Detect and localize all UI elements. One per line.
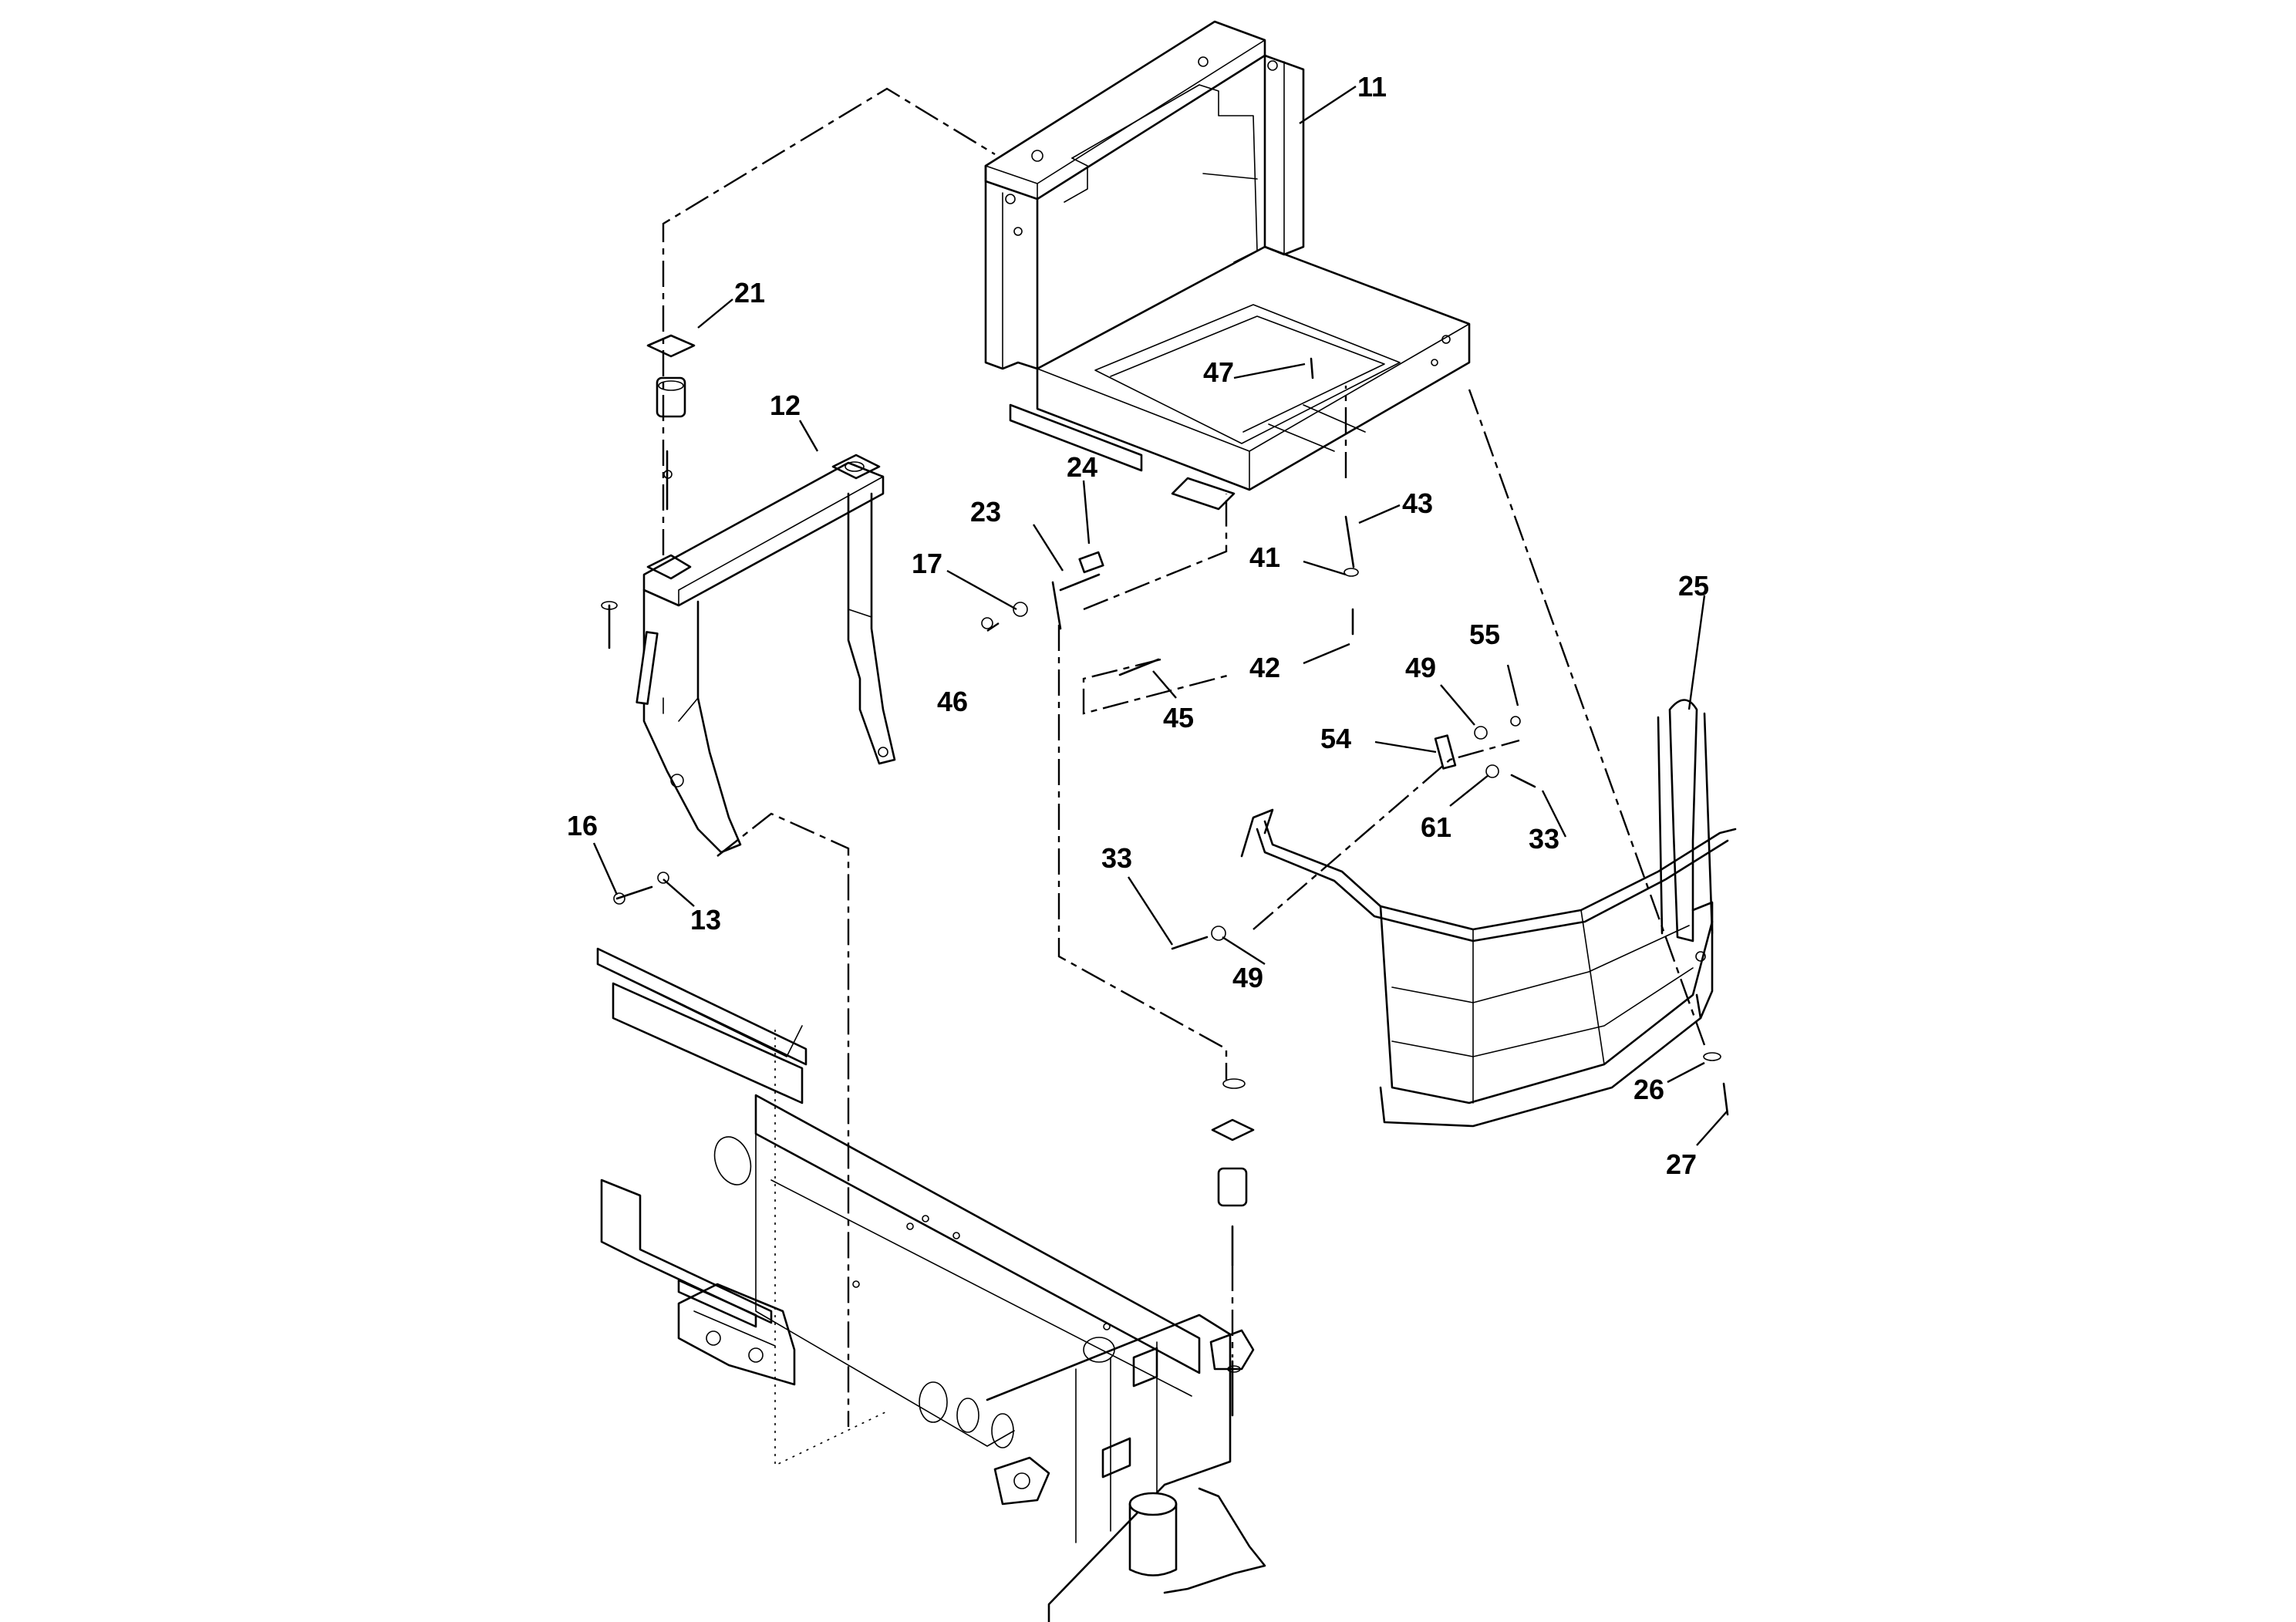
fasteners	[601, 334, 1729, 1417]
callout-49-lower: 49	[1232, 962, 1263, 993]
callout-numbers: 11 12 21 47 24 23 17 46 43 41 42 45 49 5…	[567, 71, 1709, 1180]
callout-21: 21	[734, 277, 765, 309]
callout-61: 61	[1421, 811, 1451, 843]
callout-13: 13	[690, 904, 721, 936]
platform-railing	[1240, 699, 1737, 1128]
callout-42: 42	[1249, 652, 1280, 683]
callout-23: 23	[970, 496, 1001, 528]
callout-45: 45	[1163, 702, 1194, 733]
callout-11: 11	[1357, 71, 1387, 103]
callout-55: 55	[1469, 619, 1500, 650]
callout-24: 24	[1067, 451, 1097, 483]
callout-leaders	[592, 85, 1728, 1146]
seat-support-stand	[636, 454, 896, 854]
callout-16: 16	[567, 810, 598, 841]
callout-33-left: 33	[1101, 842, 1132, 874]
callout-27: 27	[1666, 1148, 1697, 1180]
callout-46: 46	[937, 686, 968, 717]
callout-47: 47	[1203, 356, 1234, 388]
seat-platform-frame	[984, 20, 1471, 511]
callout-49-upper: 49	[1405, 652, 1436, 683]
callout-17: 17	[912, 548, 942, 579]
callout-54: 54	[1320, 723, 1351, 754]
chassis-frame	[596, 947, 1266, 1622]
callout-41: 41	[1249, 541, 1280, 573]
assembly-center-lines	[662, 87, 1706, 1467]
callout-12: 12	[770, 389, 801, 421]
callout-33-right: 33	[1529, 823, 1559, 855]
callout-26: 26	[1633, 1074, 1664, 1105]
callout-43: 43	[1402, 487, 1433, 519]
callout-25: 25	[1678, 570, 1709, 602]
